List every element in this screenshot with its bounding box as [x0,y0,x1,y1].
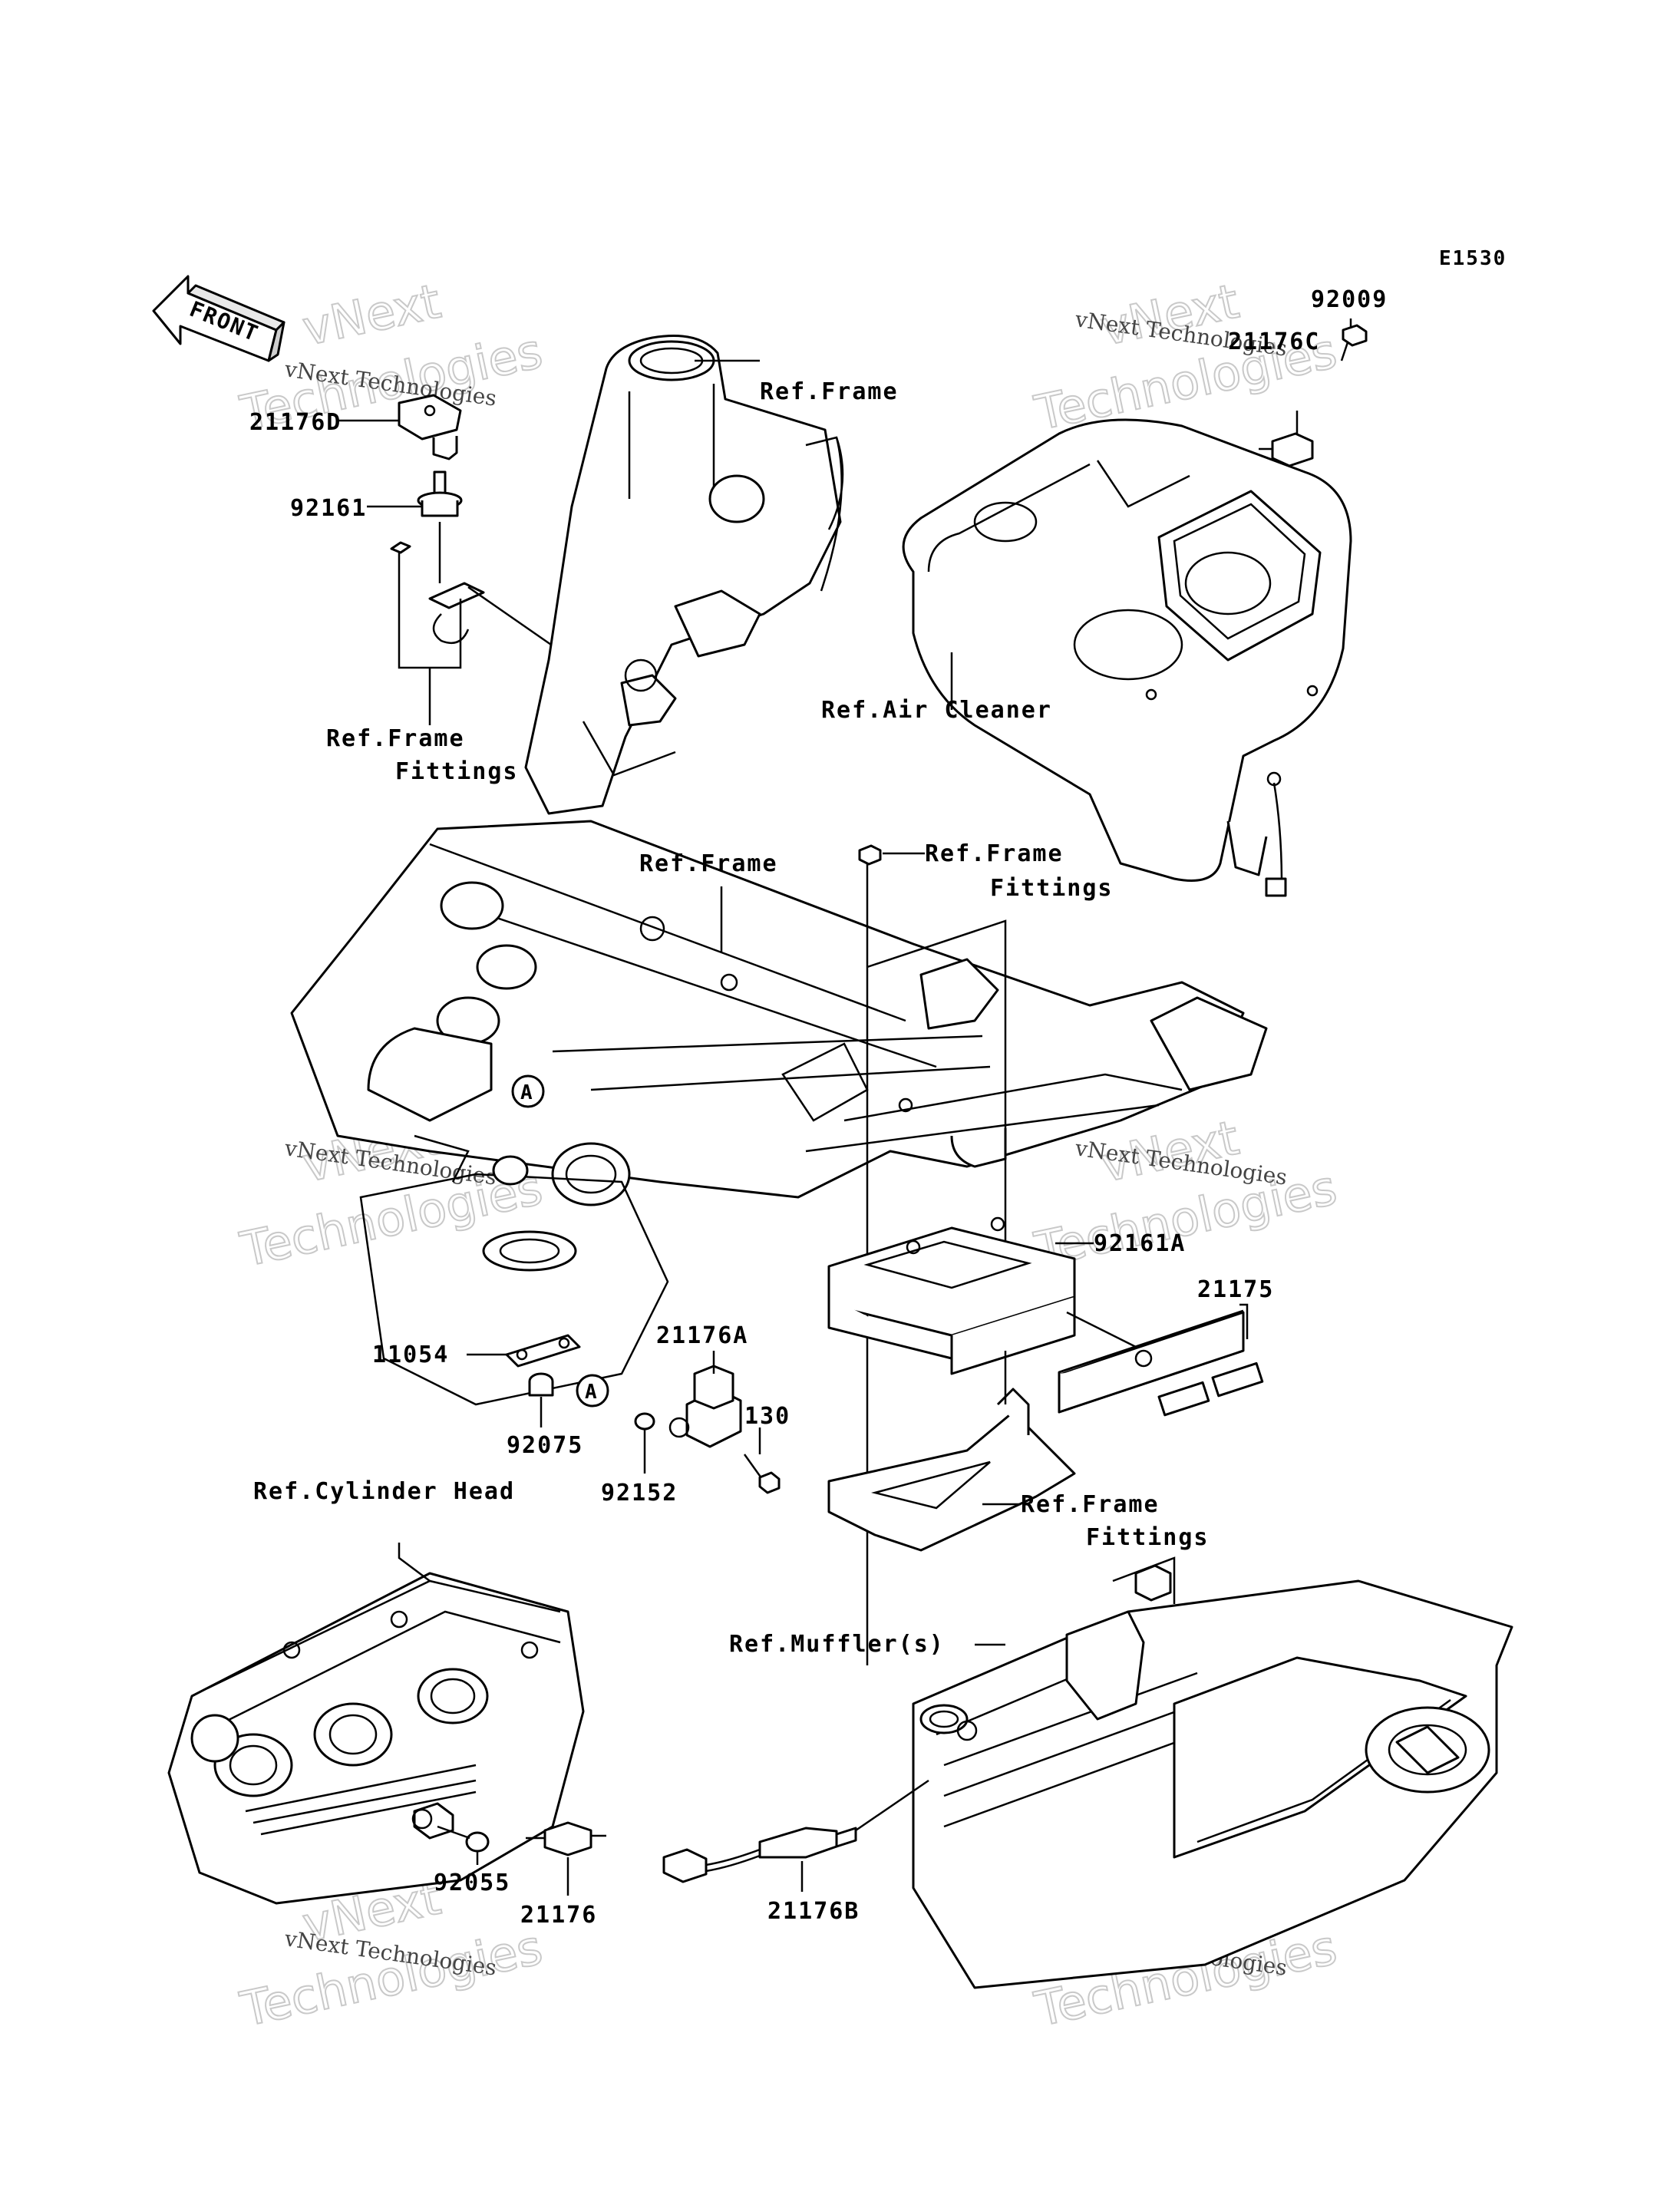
grommet-92075 [528,1372,554,1397]
label-92075: 92075 [507,1432,583,1459]
watermark-big-1: vNext [298,273,445,357]
label-21176A: 21176A [656,1322,748,1349]
label-ref-air-cleaner: Ref.Air Cleaner [821,697,1052,724]
watermark-big-2: Technologies [236,1919,547,2037]
marker-a-small: A [576,1374,609,1408]
frame-head-section [524,335,844,815]
sensor-21176D [398,394,462,460]
leader-frame-fittings-left [398,553,462,669]
diagram-code: E1530 [1439,247,1507,270]
sensor-21176 [526,1821,606,1856]
leader-head-to-washer [437,1825,470,1840]
ecu-bracket-92161A [827,1216,1076,1375]
label-11054: 11054 [372,1342,449,1368]
marker-a-frame: A [511,1074,545,1108]
label-92152: 92152 [601,1480,678,1507]
label-ref-frame-fittings-left-2: Fittings [395,758,519,785]
label-ref-mufflers: Ref.Muffler(s) [729,1631,945,1658]
label-92055: 92055 [434,1870,510,1896]
label-ref-cylinder-head: Ref.Cylinder Head [253,1478,515,1505]
ecu-base-frame-fittings-low [827,1388,1076,1552]
front-arrow-icon: FRONT [152,275,286,362]
plate-11054 [505,1334,581,1368]
label-ref-frame-fittings-mid-2: Fittings [990,875,1114,902]
label-21176C: 21176C [1228,328,1320,355]
label-130: 130 [744,1403,790,1430]
label-21176D: 21176D [249,409,342,436]
leader-21176B-to-muffler [855,1779,929,1832]
sensor-21176B [662,1827,857,1883]
main-frame [290,820,1268,1406]
bolt-130 [743,1454,781,1494]
leader-bracket-to-ecu [1066,1311,1137,1348]
grommet-92161 [417,470,463,517]
leader-frame-fittings-mid-drop [866,919,1007,1251]
label-ref-frame-top: Ref.Frame [760,378,899,405]
label-92009: 92009 [1311,286,1388,313]
sensor-21176A [668,1365,742,1448]
bolt-frame-fittings-mid [858,844,882,866]
ecu-21175 [1058,1309,1264,1417]
label-21176: 21176 [520,1902,597,1929]
label-21175: 21175 [1197,1276,1274,1303]
leader-21175 [1239,1303,1249,1339]
bolt-92009 [1340,324,1368,361]
label-ref-frame-middle: Ref.Frame [639,850,778,877]
sensor-21176C [1259,432,1314,467]
label-ref-frame-fittings-left-1: Ref.Frame [326,725,465,752]
watermark-top-right: vNext Technologies vNext Technologies [1029,272,1342,442]
washer-92152 [634,1412,655,1431]
air-cleaner [902,418,1352,897]
label-92161A: 92161A [1094,1230,1186,1257]
label-21176B: 21176B [767,1898,860,1925]
label-92161: 92161 [290,495,367,522]
marker-a-frame-label: A [520,1081,533,1104]
muffler [912,1556,1513,1989]
cylinder-head [167,1572,585,1905]
label-ref-frame-fittings-low-2: Fittings [1086,1524,1210,1551]
bracket-frame-fittings-left [390,541,485,645]
watermark-big-2: Technologies [1030,1159,1342,1277]
leader-ref-cylinder-head [398,1543,431,1582]
label-ref-frame-fittings-mid-1: Ref.Frame [925,840,1064,867]
label-ref-frame-fittings-low-1: Ref.Frame [1021,1491,1160,1518]
washer-92055 [465,1831,490,1853]
marker-a-small-label: A [585,1381,597,1404]
